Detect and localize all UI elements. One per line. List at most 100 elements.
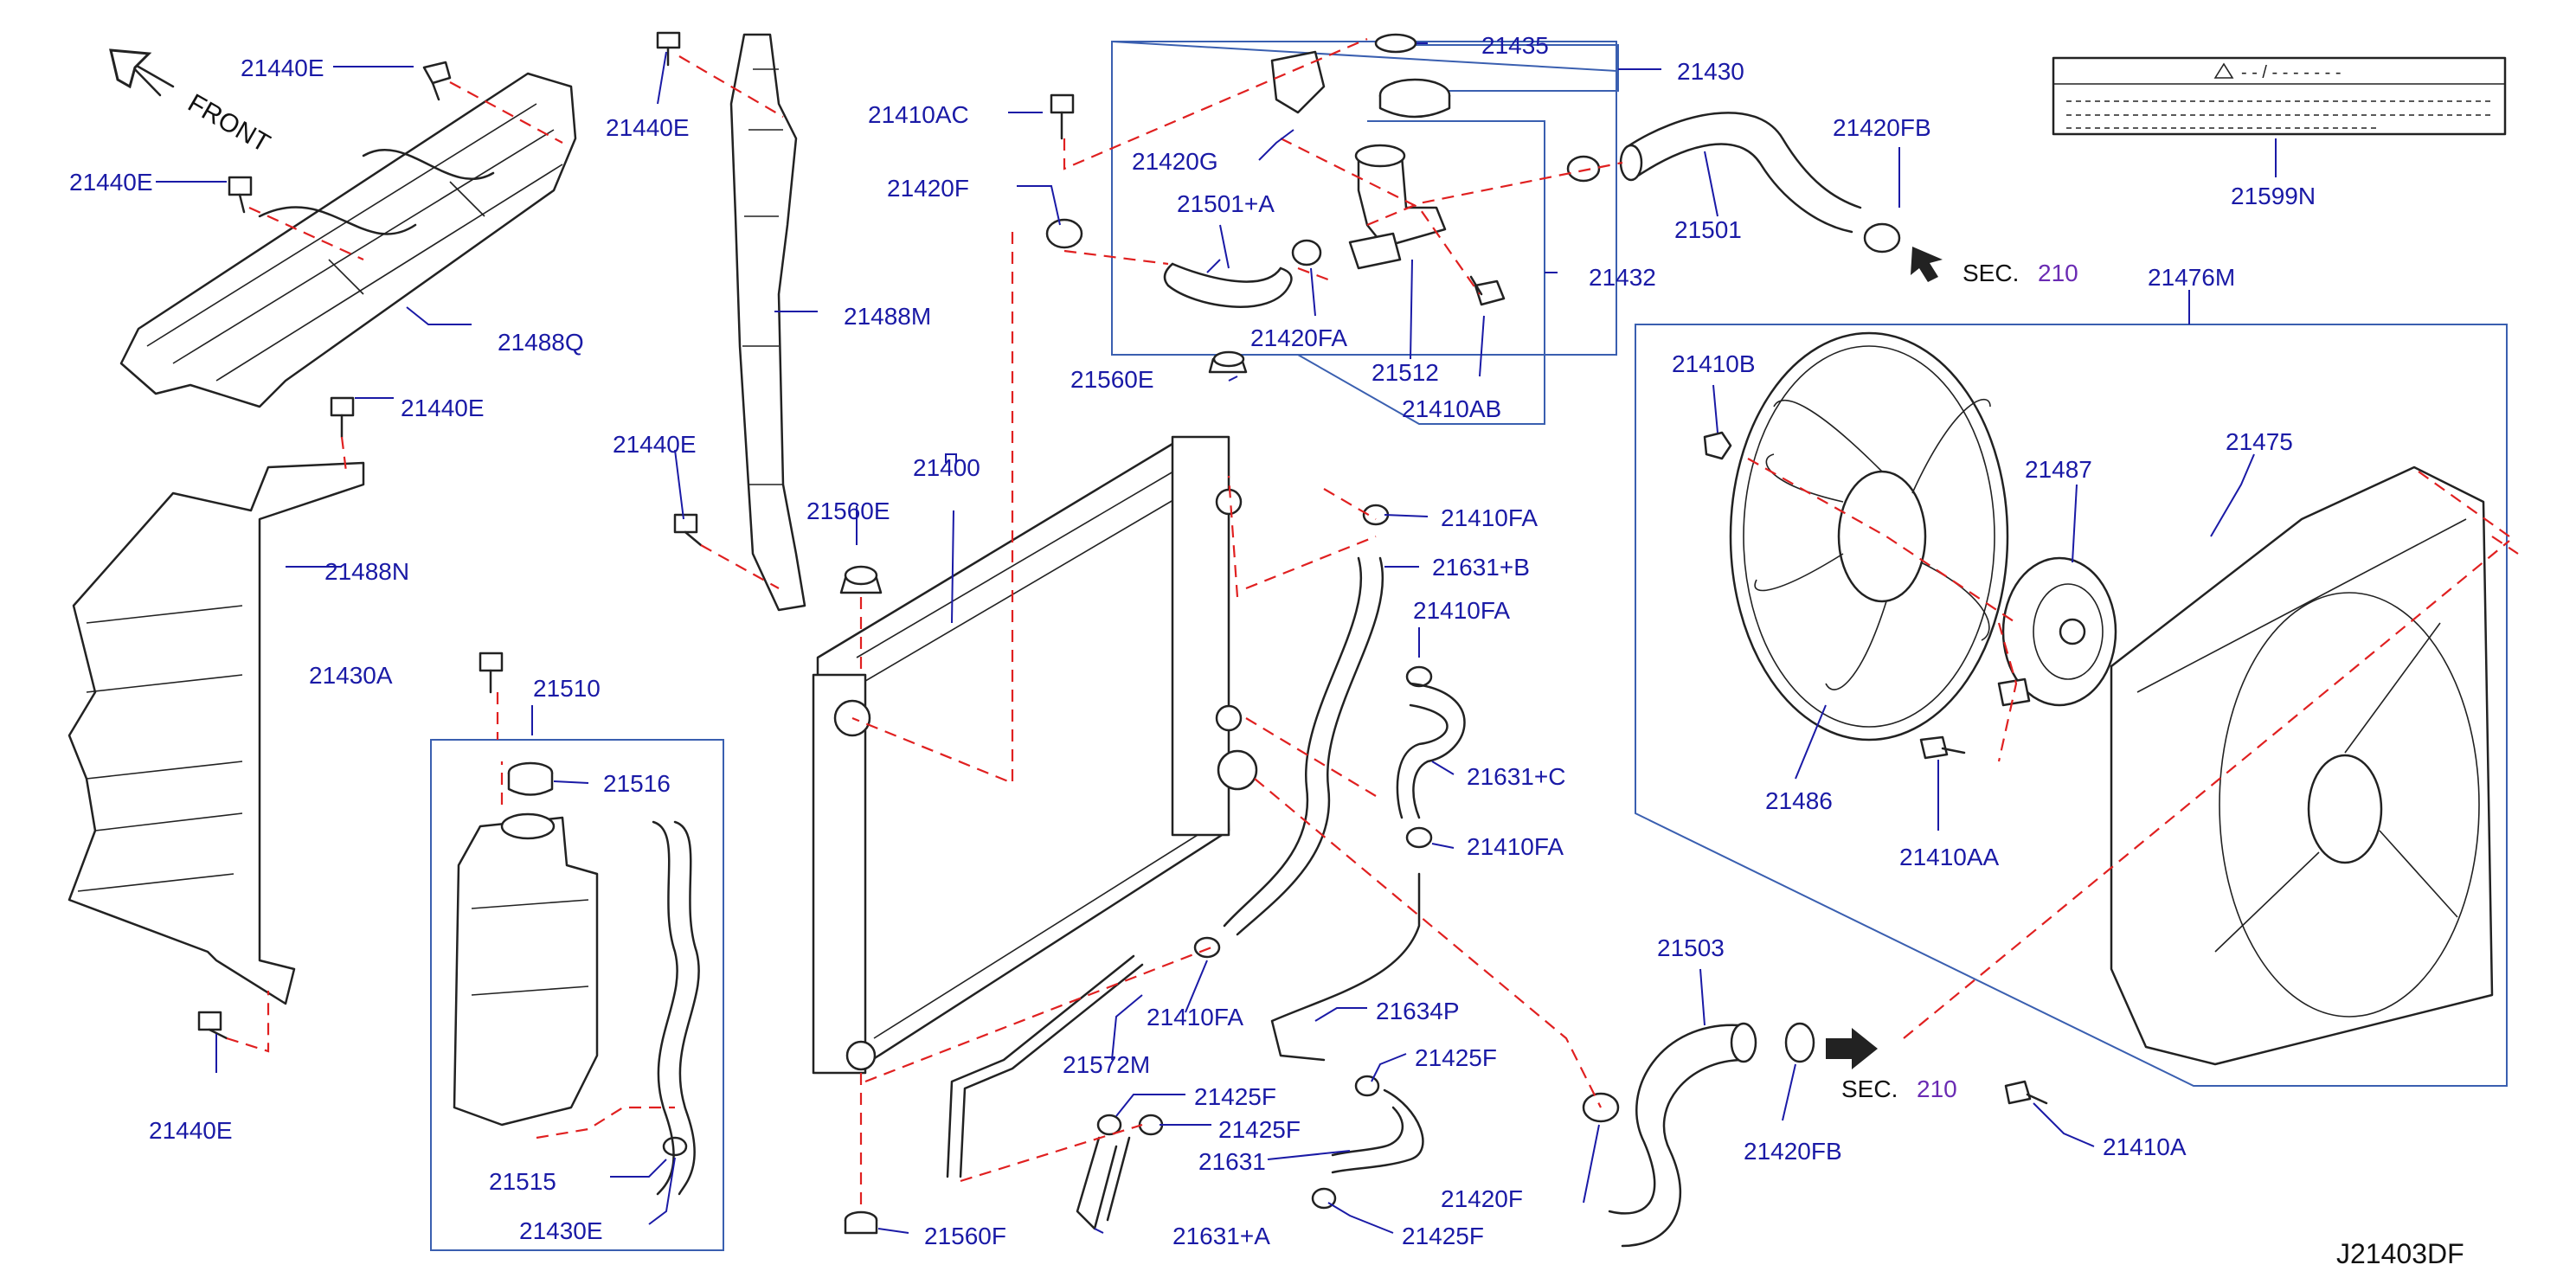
cap-21430 xyxy=(1378,78,1451,119)
hose-21631C xyxy=(1396,682,1466,819)
drain-plug-21560F xyxy=(844,1210,878,1235)
label-21410AC: 21410AC xyxy=(868,101,969,128)
hose-clamp-21420FB-bot xyxy=(1784,1022,1815,1063)
label-21425F-2: 21425F xyxy=(1194,1083,1276,1110)
hose-clamp-21420F-bot xyxy=(1582,1092,1620,1123)
label-21410FA-1: 21410FA xyxy=(1441,504,1538,531)
label-21430E: 21430E xyxy=(519,1217,603,1244)
clip-icon xyxy=(673,513,703,547)
warning-label-21599N: - - / - - - - - - - xyxy=(2052,56,2507,136)
label-21488Q: 21488Q xyxy=(498,329,584,356)
label-21631: 21631 xyxy=(1198,1148,1266,1175)
label-21475: 21475 xyxy=(2226,428,2293,455)
label-21430A: 21430A xyxy=(309,662,393,689)
pipe-21634P xyxy=(1270,872,1421,1062)
label-21488M: 21488M xyxy=(844,303,931,330)
label-21440E-c: 21440E xyxy=(69,169,153,196)
label-21410FA-3: 21410FA xyxy=(1467,833,1564,860)
group-box-21432-bracket xyxy=(1297,120,1545,425)
hose-clamp-21410FA-3 xyxy=(1405,826,1433,849)
upper-air-guide-21488Q xyxy=(119,72,577,408)
hose-clamp-21430-top xyxy=(1566,155,1601,183)
group-box-21430-frame xyxy=(1111,41,1617,356)
label-21440E-d: 21440E xyxy=(401,395,485,421)
label-21410FA-2: 21410FA xyxy=(1413,597,1510,624)
label-21425F-4: 21425F xyxy=(1402,1223,1484,1249)
sec-ref-top: 210 xyxy=(2038,260,2078,286)
label-21435: 21435 xyxy=(1481,32,1549,59)
drawing-code: J21403DF xyxy=(2336,1238,2464,1269)
label-21560E-top: 21560E xyxy=(1070,366,1154,393)
hose-clamp-21410FA-2 xyxy=(1405,665,1433,688)
label-21410B: 21410B xyxy=(1672,350,1756,377)
label-21410AB: 21410AB xyxy=(1402,395,1501,422)
label-21487: 21487 xyxy=(2025,456,2092,483)
side-air-guide-21488N xyxy=(67,461,365,1005)
label-21515: 21515 xyxy=(489,1168,556,1195)
label-21420F-bot: 21420F xyxy=(1441,1185,1523,1212)
sec-arrow-icon xyxy=(1911,247,1943,282)
cap-21516 xyxy=(507,761,554,796)
label-21410AA: 21410AA xyxy=(1899,844,2000,870)
fan-shroud-21475 xyxy=(2110,465,2494,1066)
cap-21435 xyxy=(1374,33,1417,54)
label-21631B: 21631+B xyxy=(1432,554,1530,581)
hose-clamp-21410FA-4 xyxy=(1193,936,1221,959)
group-box-21476M xyxy=(1635,324,2508,1087)
label-21432: 21432 xyxy=(1589,264,1656,291)
radiator-21400 xyxy=(812,435,1258,1075)
label-21410A: 21410A xyxy=(2103,1133,2187,1160)
label-21486: 21486 xyxy=(1765,787,1833,814)
front-label: FRONT xyxy=(183,88,275,157)
pipe-21572M xyxy=(946,954,1144,1178)
label-21560F: 21560F xyxy=(924,1223,1006,1249)
filler-neck-21512 xyxy=(1348,144,1447,270)
reservoir-tank-21510 xyxy=(453,812,599,1127)
hose-21515 xyxy=(652,820,700,1196)
bolt-21430A xyxy=(479,652,504,694)
clip-icon xyxy=(330,396,355,439)
hose-21501A xyxy=(1163,262,1293,308)
label-21420G: 21420G xyxy=(1132,148,1218,175)
label-21634P: 21634P xyxy=(1376,998,1460,1024)
assembly-dash-lines xyxy=(226,37,2519,1211)
label-21430: 21430 xyxy=(1677,58,1744,85)
side-air-guide-21488M xyxy=(729,33,806,612)
drain-cap-21560E-top xyxy=(1208,350,1248,374)
label-21512: 21512 xyxy=(1372,359,1439,386)
bolt-21410A xyxy=(2004,1080,2048,1105)
sec-arrow-icon xyxy=(1826,1028,1878,1069)
hose-21631B xyxy=(1223,556,1384,936)
label-21560E-mid: 21560E xyxy=(806,498,890,524)
hose-clamp-21425F-1 xyxy=(1354,1075,1380,1097)
label-21420FB-top: 21420FB xyxy=(1833,114,1931,141)
label-21631A: 21631+A xyxy=(1172,1223,1270,1249)
label-21572M: 21572M xyxy=(1063,1051,1150,1078)
label-21425F-3: 21425F xyxy=(1218,1116,1301,1143)
hose-21501 xyxy=(1619,112,1862,234)
label-21631C: 21631+C xyxy=(1467,763,1565,790)
clip-icon xyxy=(197,1011,228,1040)
label-21420FB-bot: 21420FB xyxy=(1744,1138,1842,1165)
group-box-21510 xyxy=(430,739,724,1251)
warning-label-text: - - / - - - - - - - xyxy=(2241,63,2342,82)
drain-cap-21560E-mid xyxy=(839,565,883,594)
label-21503: 21503 xyxy=(1657,934,1725,961)
label-21410FA-4: 21410FA xyxy=(1147,1004,1243,1030)
sec-label-top: SEC. xyxy=(1963,260,2019,286)
bracket-21420G xyxy=(1270,50,1326,114)
label-21440E-f: 21440E xyxy=(149,1117,233,1144)
label-21440E-e: 21440E xyxy=(613,431,697,458)
clip-icon xyxy=(228,176,253,214)
hose-clamp-21425F-2 xyxy=(1096,1114,1122,1136)
label-21488N: 21488N xyxy=(324,558,409,585)
bolt-21410AC xyxy=(1050,93,1075,140)
bolt-21410AB xyxy=(1469,275,1506,306)
label-21599N: 21599N xyxy=(2231,183,2316,209)
hose-clamp-21420FB-top xyxy=(1863,222,1901,254)
front-arrow-icon xyxy=(109,48,175,97)
label-21476M: 21476M xyxy=(2148,264,2235,291)
hose-21631 xyxy=(1331,1088,1424,1174)
label-21516: 21516 xyxy=(603,770,671,797)
label-21510: 21510 xyxy=(533,675,601,702)
